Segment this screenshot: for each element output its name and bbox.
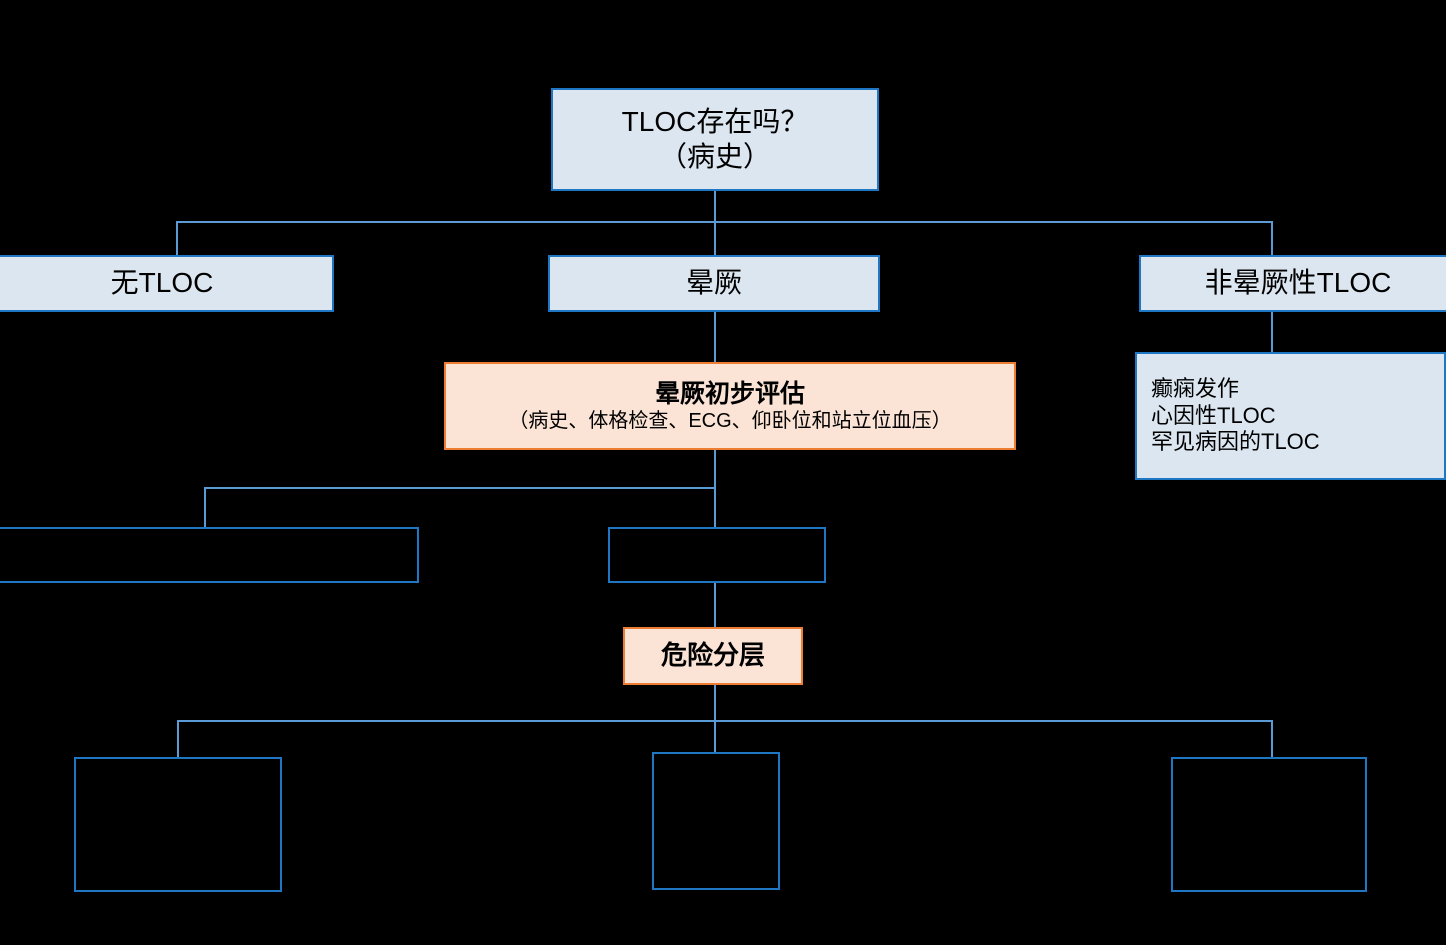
connector-initial-eval-down [714,450,716,488]
connector-nonsyncopal-to-list [1271,311,1273,353]
node-tloc-present-question[interactable]: TLOC存在吗？ （病史） [551,88,879,191]
connector-to-mid-left [204,487,206,528]
node-mid-center-empty[interactable] [608,527,826,583]
node-no-tloc-label: 无TLOC [110,267,214,299]
node-initial-evaluation-subtitle: （病史、体格检查、ECG、仰卧位和站立位血压） [508,410,952,433]
connector-to-syncope [714,221,716,255]
node-causes-line3: 罕见病因的TLOC [1151,429,1320,455]
node-syncope-label: 晕厥 [685,267,742,299]
connector-midcenter-to-risk [714,583,716,628]
node-initial-evaluation-title: 晕厥初步评估 [654,379,805,408]
connector-to-bottom-center [714,720,716,753]
node-bottom-left-empty[interactable] [74,757,282,892]
node-no-tloc[interactable]: 无TLOC [0,255,334,312]
connector-risk-down [714,685,716,722]
node-non-syncopal-tloc[interactable]: 非晕厥性TLOC [1139,255,1446,312]
connector-midrow-bus [205,487,716,489]
node-bottom-right-empty[interactable] [1171,757,1367,892]
connector-to-bottom-right [1271,720,1273,758]
connector-to-non-syncopal-tloc [1271,221,1273,255]
connector-row2-bus [177,221,1273,223]
connector-to-mid-center [714,487,716,528]
connector-root-down [714,190,716,223]
node-causes-line2: 心因性TLOC [1151,402,1276,428]
connector-bottomrow-bus [178,720,1272,722]
node-root-line2: （病史） [658,140,771,172]
node-root-line1: TLOC存在吗？ [621,106,809,138]
node-risk-stratification-label: 危险分层 [660,640,765,671]
node-causes-line1: 癫痫发作 [1151,375,1240,401]
node-bottom-center-empty[interactable] [652,752,780,890]
connector-to-bottom-left [177,720,179,758]
node-risk-stratification[interactable]: 危险分层 [623,627,803,685]
node-non-syncopal-tloc-label: 非晕厥性TLOC [1204,267,1392,299]
node-mid-left-empty[interactable] [0,527,419,583]
node-non-syncopal-causes-list[interactable]: 癫痫发作 心因性TLOC 罕见病因的TLOC [1135,352,1446,480]
connector-syncope-to-initial-eval [714,311,716,363]
node-initial-evaluation[interactable]: 晕厥初步评估 （病史、体格检查、ECG、仰卧位和站立位血压） [444,362,1016,450]
connector-to-no-tloc [176,221,178,255]
node-syncope[interactable]: 晕厥 [548,255,880,312]
